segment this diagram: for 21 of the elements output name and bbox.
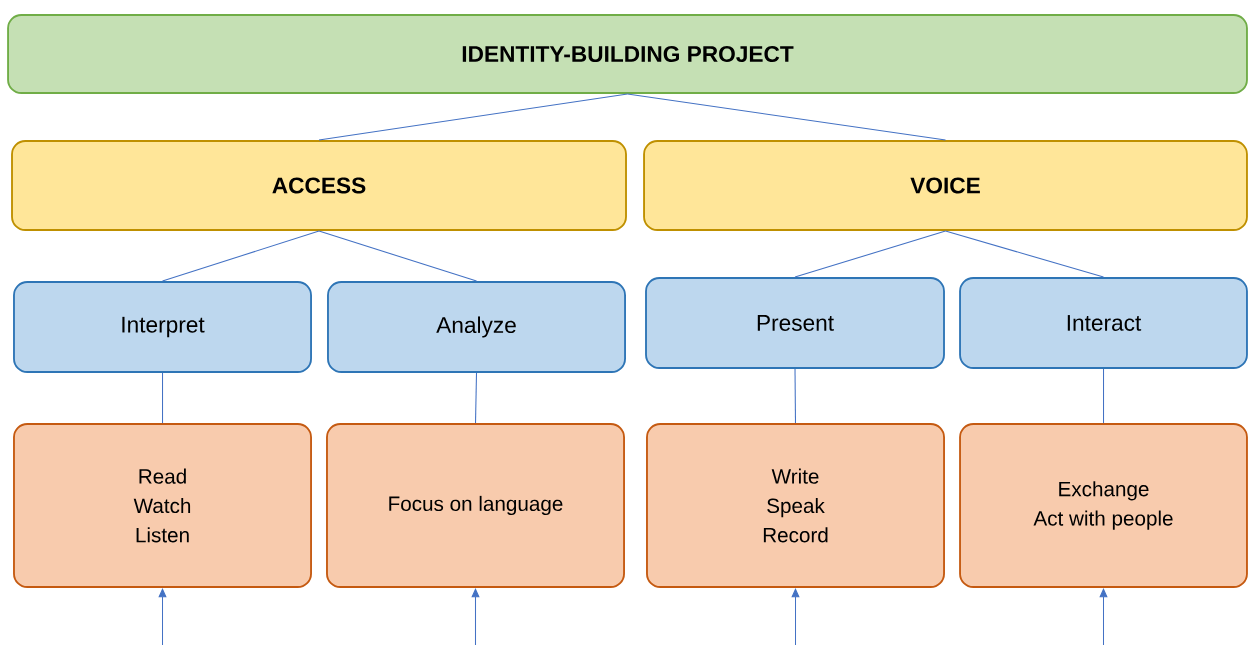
skill-box: Interpret bbox=[13, 281, 312, 373]
connector-line bbox=[161, 230, 320, 282]
skill-box: Interact bbox=[959, 277, 1248, 369]
skill-box: Present bbox=[645, 277, 945, 369]
title-box: IDENTITY-BUILDING PROJECT bbox=[7, 14, 1248, 94]
skill-box: Analyze bbox=[327, 281, 626, 373]
category-box: ACCESS bbox=[11, 140, 627, 231]
activity-box: Write Speak Record bbox=[646, 423, 945, 588]
connector-line bbox=[794, 368, 797, 424]
connector-line bbox=[318, 230, 478, 282]
activity-box: Exchange Act with people bbox=[959, 423, 1248, 588]
activity-box: Focus on language bbox=[326, 423, 625, 588]
category-box: VOICE bbox=[643, 140, 1248, 231]
connector-line bbox=[161, 372, 164, 424]
connector-line bbox=[1102, 368, 1105, 424]
connector-line bbox=[944, 230, 1105, 278]
connector-line bbox=[626, 93, 947, 141]
activity-box: Read Watch Listen bbox=[13, 423, 312, 588]
connector-line bbox=[794, 230, 947, 278]
connector-line bbox=[318, 93, 629, 141]
connector-line bbox=[474, 372, 478, 424]
